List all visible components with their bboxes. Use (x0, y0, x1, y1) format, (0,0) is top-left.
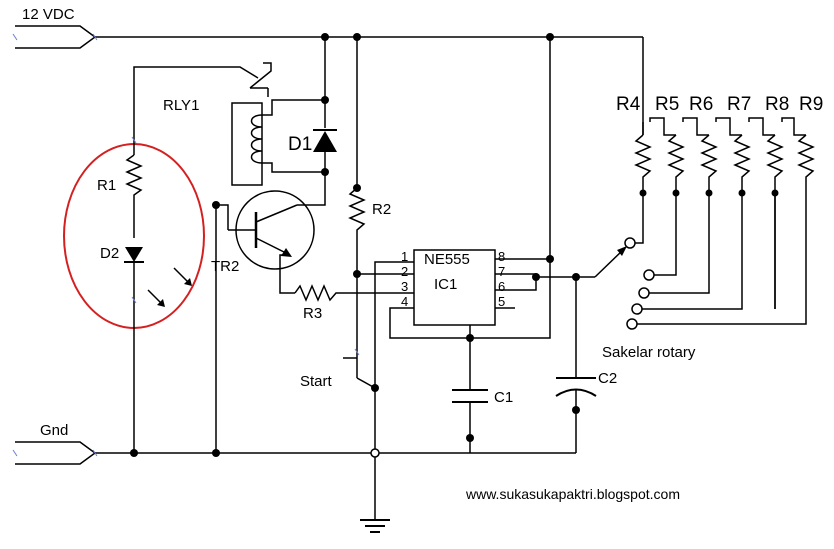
diode-d2-icon (124, 247, 144, 453)
transistor-tr2-icon (228, 190, 315, 270)
ic-pin-1: 1 (401, 249, 408, 264)
ic-ne555-body (413, 249, 496, 326)
light-arrows-icon (147, 267, 192, 307)
resistor-r8-icon (766, 134, 784, 193)
r8-label: R8 (765, 94, 789, 115)
ground-connector (15, 441, 576, 465)
website-credit: www.sukasukapaktri.blogspot.com (465, 486, 680, 502)
c2-label: C2 (598, 370, 617, 387)
resistor-r3-icon (294, 284, 405, 302)
r5-label: R5 (655, 94, 679, 115)
junction-c2-bottom (572, 406, 580, 414)
ic-pin-8: 8 (498, 249, 505, 264)
capacitor-c1-icon (452, 389, 488, 403)
r9-label: R9 (799, 94, 823, 115)
ic-pin-4: 4 (401, 294, 408, 309)
junction-d1-top (321, 96, 329, 104)
ic-pin-2: 2 (401, 264, 408, 279)
rotary-switch-icon (576, 237, 655, 330)
terminal-ticks (12, 33, 360, 457)
junction-c1-top (466, 334, 474, 342)
capacitor-c2-icon (555, 377, 597, 397)
ic-pin-5: 5 (498, 294, 505, 309)
ic-type-label: NE555 (424, 251, 470, 268)
ground-icon (360, 519, 390, 533)
diode1-label: D1 (288, 134, 312, 155)
diode-d1-icon (313, 129, 337, 172)
relay-label: RLY1 (163, 97, 199, 114)
ic-pin-6: 6 (498, 279, 505, 294)
junction-c1-bottom (466, 434, 474, 442)
r3-label: R3 (303, 305, 322, 322)
junction-gnd-left (130, 449, 138, 457)
start-label: Start (300, 373, 333, 390)
d2-label: D2 (100, 245, 119, 262)
ic-pin-3: 3 (401, 279, 408, 294)
junction-gnd-base (212, 449, 220, 457)
r4-label: R4 (616, 94, 641, 115)
resistor-r4-icon (634, 134, 652, 193)
junction-pin8 (546, 255, 554, 263)
ic-pin-7: 7 (498, 264, 505, 279)
rotary-label: Sakelar rotary (602, 344, 696, 361)
ground-label: Gnd (40, 422, 68, 439)
ic-ref-label: IC1 (434, 276, 457, 293)
r1-label: R1 (97, 177, 116, 194)
r7-label: R7 (727, 94, 751, 115)
resistor-r1-icon (125, 154, 143, 238)
junction-gnd-center (370, 448, 380, 458)
r6-label: R6 (689, 94, 713, 115)
resistor-r9-icon (797, 134, 815, 193)
relay-coil-icon (231, 99, 325, 186)
supply-label: 12 VDC (22, 6, 75, 23)
start-switch-icon (343, 352, 376, 389)
resistor-r2-icon (348, 187, 366, 274)
transistor-label: TR2 (211, 258, 239, 275)
relay-switch-icon (235, 62, 272, 97)
resistor-r7-icon (733, 134, 751, 193)
resistor-r5-icon (667, 134, 685, 193)
r2-label: R2 (372, 201, 391, 218)
c1-label: C1 (494, 389, 513, 406)
resistor-r6-icon (700, 134, 718, 193)
